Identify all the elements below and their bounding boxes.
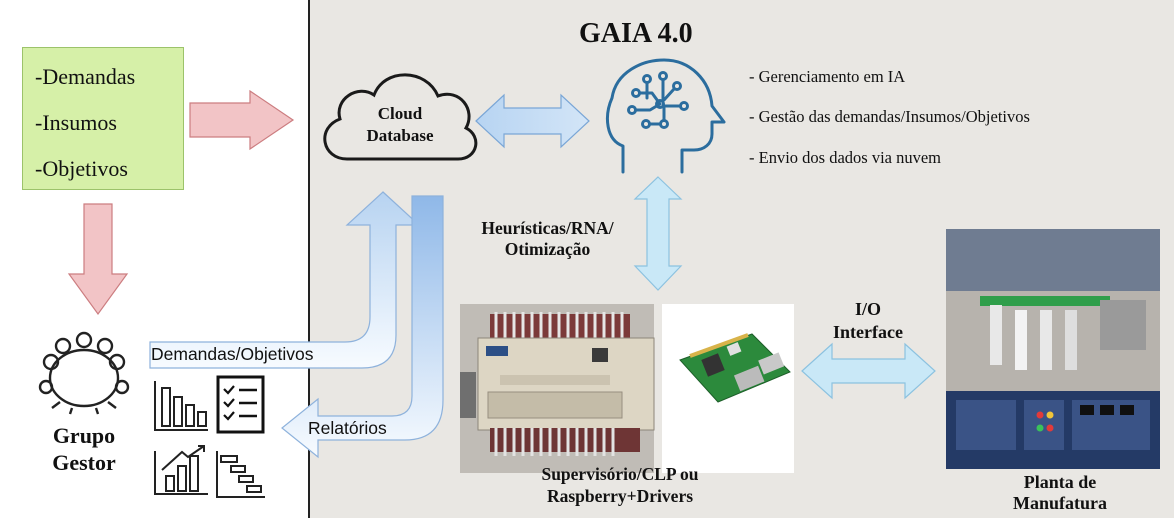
supervisorio-label: Supervisório/CLP ou Raspberry+Drivers (541, 464, 699, 506)
input-objetivos: -Objetivos (35, 156, 128, 181)
people-icon (38, 331, 130, 415)
gantt-icon (216, 451, 265, 498)
feature-ia: - Gerenciamento em IA (749, 67, 906, 86)
cloud-icon (323, 73, 478, 161)
growth-chart-icon (154, 445, 208, 495)
inputs-box: -Demandas -Insumos -Objetivos (22, 47, 184, 190)
arrow-cloud-brain (475, 93, 590, 149)
page-title: GAIA 4.0 (579, 18, 693, 49)
relatorios-label: Relatórios (308, 418, 387, 438)
brain-ai-icon (605, 58, 726, 174)
demandas-objetivos-label: Demandas/Objetivos (151, 344, 314, 364)
bar-chart-icon (154, 381, 208, 431)
input-demandas: -Demandas (35, 64, 136, 89)
heuristics-label: Heurísticas/RNA/ Otimização (481, 218, 614, 259)
input-insumos: -Insumos (35, 110, 117, 135)
arrow-inputs-to-gestor (67, 203, 129, 316)
raspberry-photo (662, 304, 794, 473)
feature-gestao: - Gestão das demandas/Insumos/Objetivos (749, 107, 1030, 126)
feature-nuvem: - Envio dos dados via nuvem (749, 148, 942, 167)
arrow-relatorios (281, 195, 444, 459)
arrow-io-interface (801, 342, 936, 400)
arrow-brain-clp (633, 176, 683, 291)
clp-photo (460, 304, 655, 473)
arrow-demandas-objetivos (149, 191, 421, 369)
io-interface-label: I/O Interface (833, 299, 903, 342)
grupo-gestor-label: Grupo Gestor (52, 423, 116, 475)
plant-photo (946, 229, 1160, 469)
arrow-inputs-to-cloud (189, 89, 295, 151)
planta-manufatura-label: Planta de Manufatura (1013, 472, 1107, 513)
cloud-database-label: Cloud Database (366, 104, 434, 145)
checklist-icon (216, 375, 265, 434)
